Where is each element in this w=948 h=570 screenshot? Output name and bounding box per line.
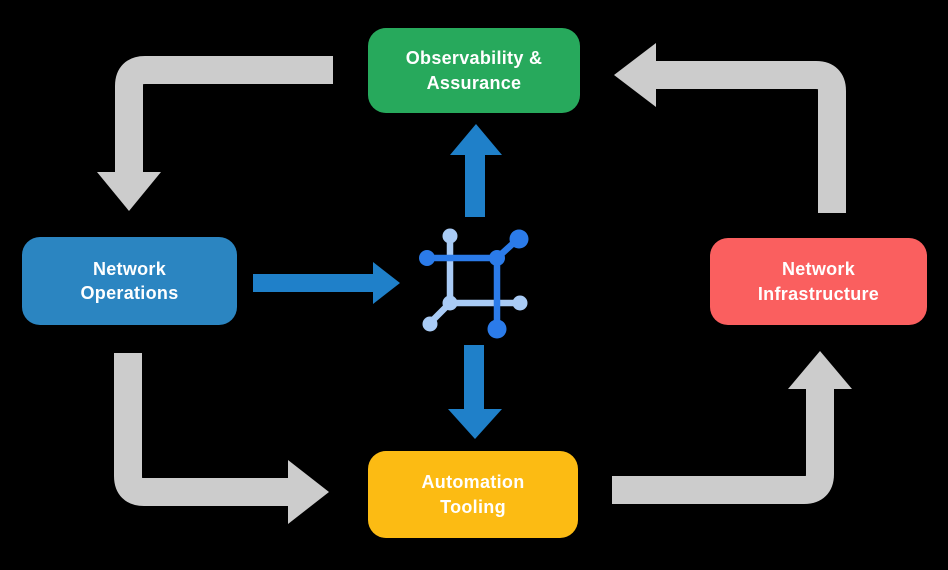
cycle-arrow-operations-to-automation [114, 353, 329, 524]
node-label-line: Network [781, 259, 856, 280]
flow-arrow-operations-to-icon [253, 262, 400, 304]
node-observability-assurance: Observability & Assurance [368, 28, 580, 113]
network-mesh-icon [419, 228, 529, 339]
node-label-line: Tooling [440, 496, 506, 517]
cycle-arrow-automation-to-infrastructure [612, 351, 852, 504]
cycle-arrow-infrastructure-to-observability [614, 43, 846, 213]
node-label-line: Operations [80, 283, 179, 303]
cycle-arrow-observability-to-operations [97, 56, 333, 211]
flow-arrow-icon-to-observability [450, 124, 502, 217]
node-network-infrastructure: Network Infrastructure [710, 238, 927, 325]
node-label-line: Assurance [426, 72, 522, 93]
node-automation-tooling: Automation Tooling [368, 451, 578, 538]
flow-arrow-icon-to-automation [448, 345, 502, 439]
node-label-line: Automation [421, 472, 525, 493]
node-label-line: Observability & [405, 48, 543, 69]
node-label-line: Infrastructure [757, 283, 880, 304]
node-network-operations: Network Operations [22, 237, 237, 325]
node-label-line: Network [92, 258, 167, 279]
